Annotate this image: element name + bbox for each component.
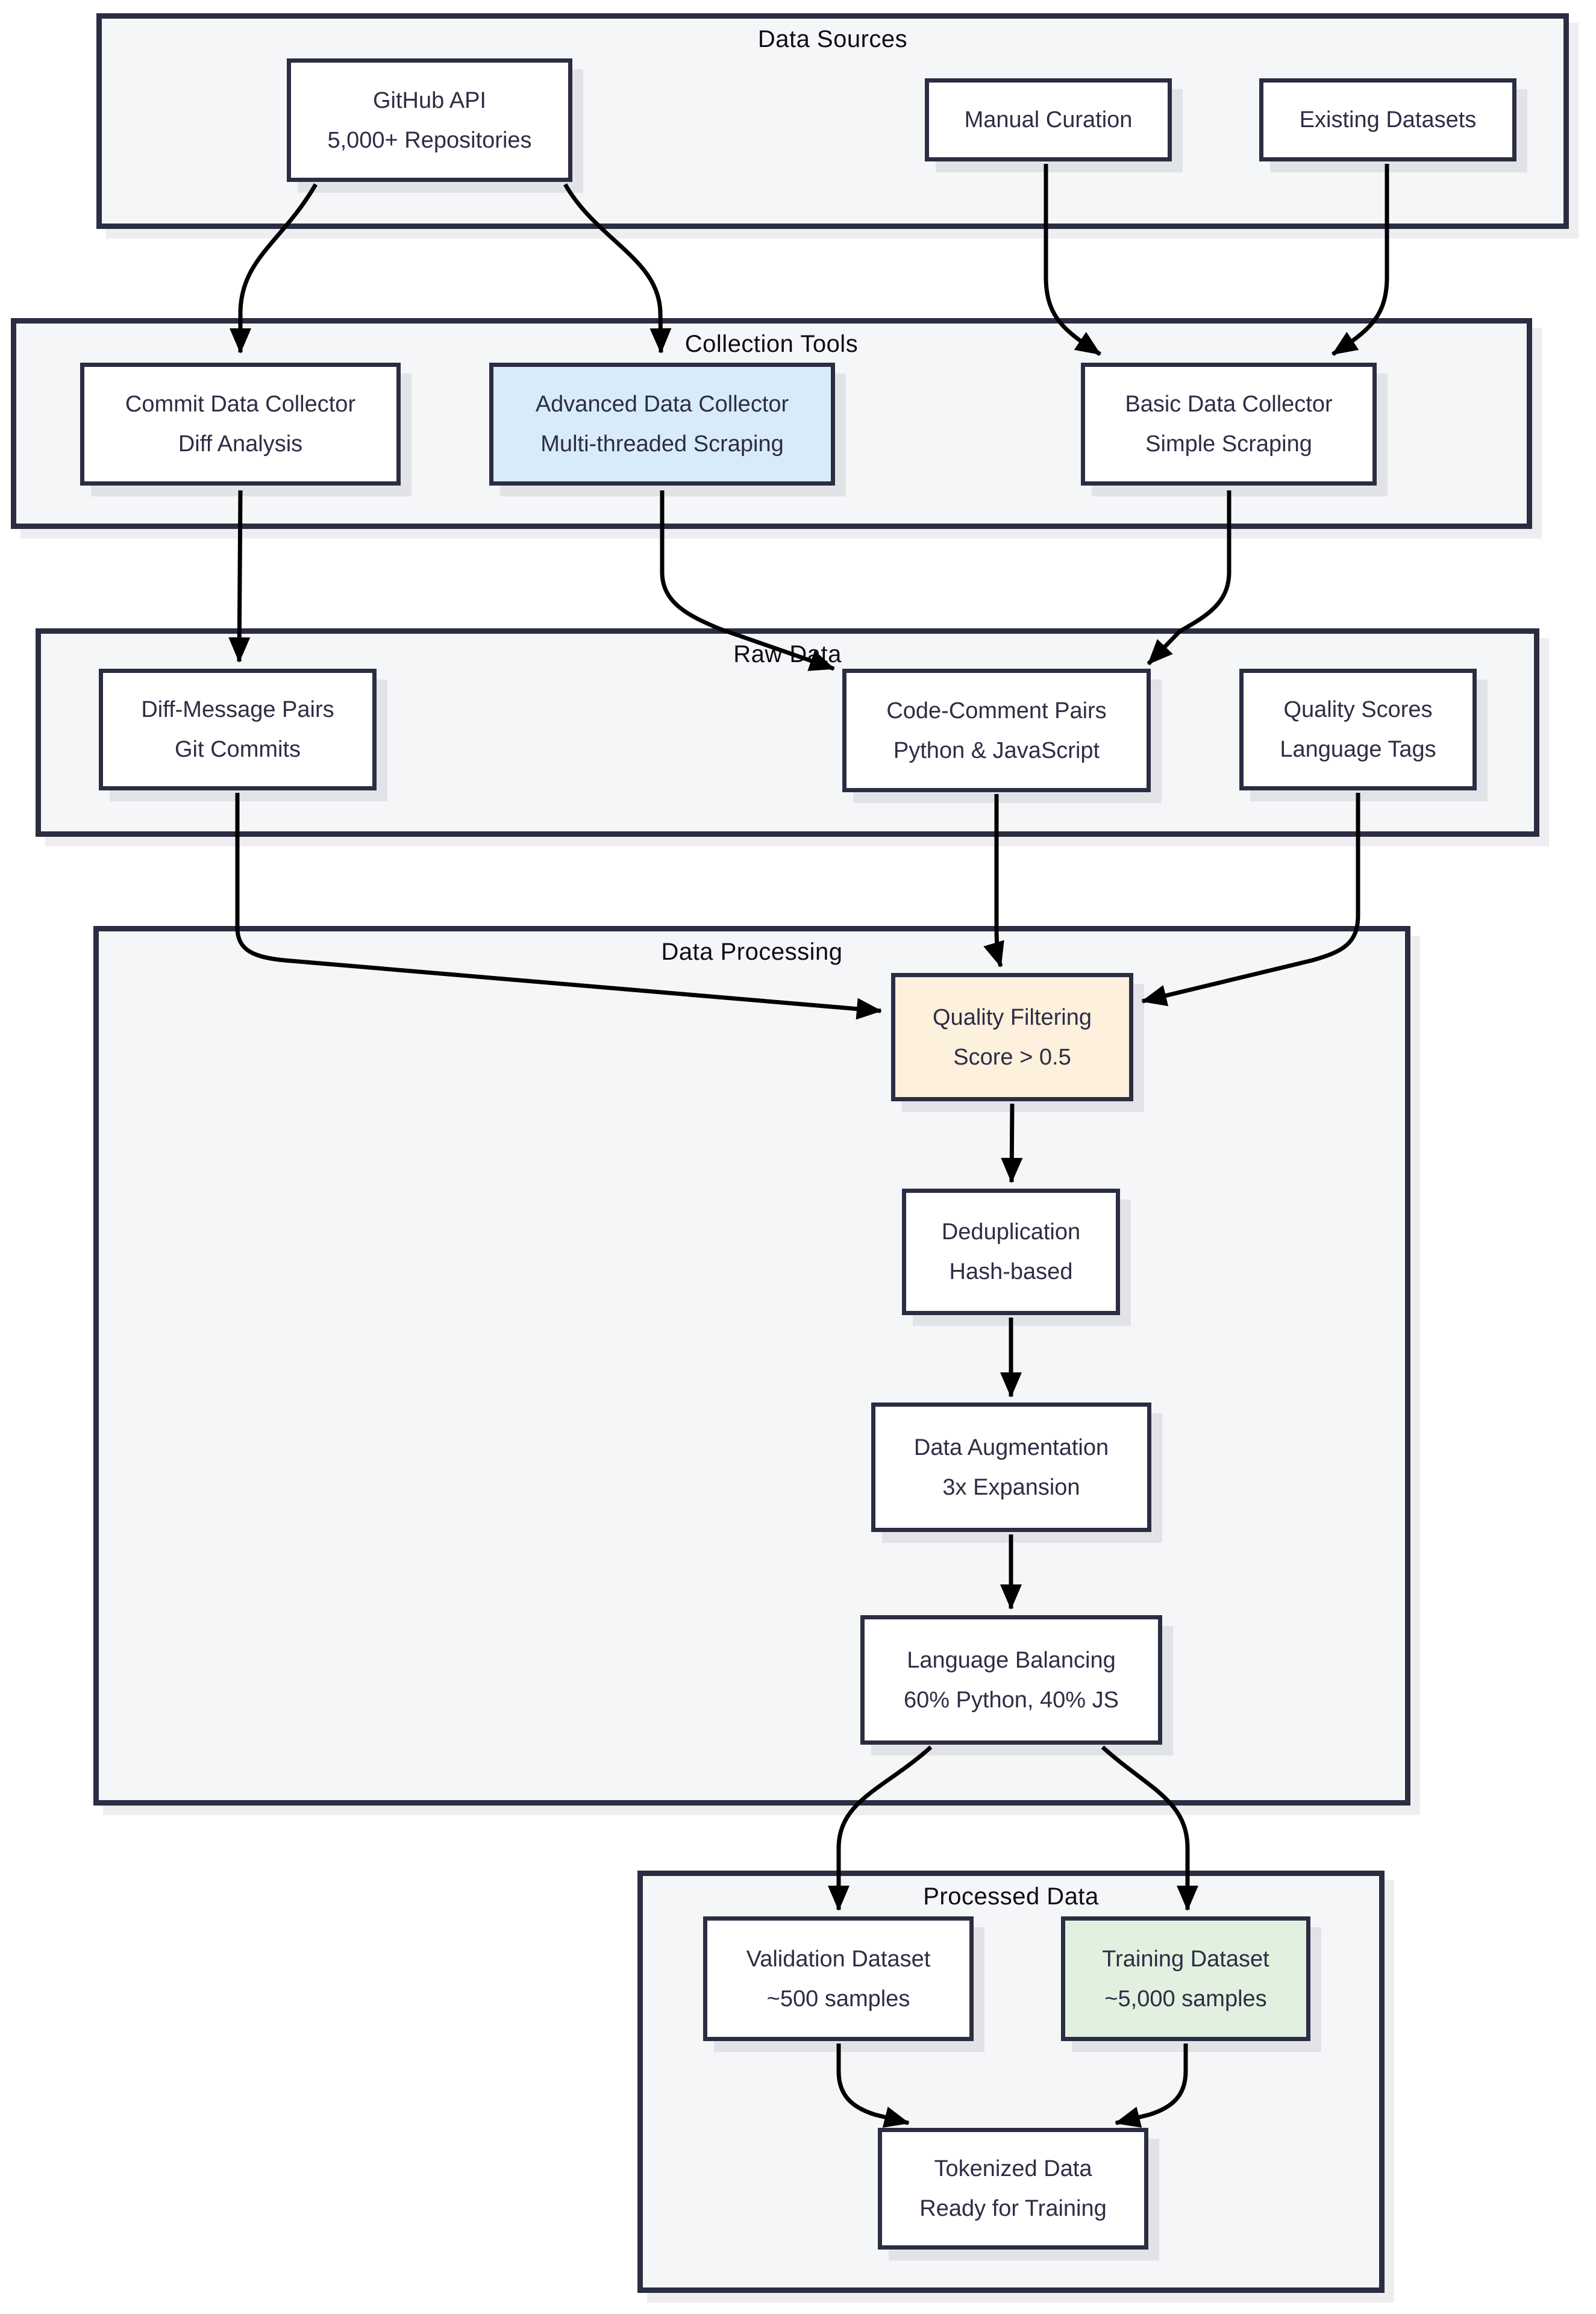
container-title: Data Sources bbox=[757, 26, 908, 52]
node-quality-filtering: Quality Filtering Score > 0.5 bbox=[891, 973, 1133, 1101]
node-data-augmentation: Data Augmentation 3x Expansion bbox=[871, 1402, 1151, 1532]
node-label-line: Basic Data Collector bbox=[1125, 392, 1333, 417]
node-advanced-data-collector: Advanced Data Collector Multi-threaded S… bbox=[489, 363, 835, 486]
node-existing-datasets: Existing Datasets bbox=[1259, 78, 1516, 161]
node-language-balancing: Language Balancing 60% Python, 40% JS bbox=[860, 1615, 1162, 1745]
node-commit-data-collector: Commit Data Collector Diff Analysis bbox=[80, 363, 401, 486]
container-title: Collection Tools bbox=[684, 331, 859, 357]
node-label-line: 5,000+ Repositories bbox=[327, 127, 532, 153]
container-title: Processed Data bbox=[923, 1883, 1099, 1910]
node-label-line: Quality Filtering bbox=[933, 1004, 1092, 1030]
node-validation-dataset: Validation Dataset ~500 samples bbox=[703, 1916, 974, 2041]
node-label-line: Commit Data Collector bbox=[125, 392, 356, 417]
node-label-line: Code-Comment Pairs bbox=[886, 698, 1107, 724]
node-label-line: Language Tags bbox=[1280, 737, 1436, 762]
node-basic-data-collector: Basic Data Collector Simple Scraping bbox=[1081, 363, 1377, 486]
node-label-line: Multi-threaded Scraping bbox=[540, 431, 784, 457]
node-label-line: Language Balancing bbox=[907, 1647, 1116, 1673]
node-label-line: Training Dataset bbox=[1102, 1946, 1269, 1972]
node-label-line: Simple Scraping bbox=[1145, 431, 1312, 457]
node-label-line: ~5,000 samples bbox=[1104, 1986, 1267, 2012]
node-quality-scores: Quality Scores Language Tags bbox=[1239, 669, 1477, 790]
node-tokenized-data: Tokenized Data Ready for Training bbox=[878, 2128, 1148, 2250]
node-manual-curation: Manual Curation bbox=[925, 78, 1172, 161]
node-label-line: Advanced Data Collector bbox=[535, 392, 789, 417]
node-github-api: GitHub API 5,000+ Repositories bbox=[287, 58, 572, 182]
node-label-line: Quality Scores bbox=[1283, 697, 1433, 722]
node-label-line: 3x Expansion bbox=[942, 1474, 1080, 1500]
container-title: Raw Data bbox=[733, 641, 842, 668]
node-code-comment-pairs: Code-Comment Pairs Python & JavaScript bbox=[842, 669, 1151, 792]
node-label-line: Data Augmentation bbox=[913, 1434, 1109, 1460]
node-label-line: Git Commits bbox=[175, 737, 301, 762]
container-data-processing: Data Processing bbox=[93, 926, 1410, 1806]
node-label-line: Tokenized Data bbox=[934, 2156, 1092, 2181]
node-label-line: 60% Python, 40% JS bbox=[904, 1687, 1119, 1713]
node-label-line: ~500 samples bbox=[766, 1986, 910, 2012]
node-label-line: Score > 0.5 bbox=[953, 1044, 1071, 1070]
node-deduplication: Deduplication Hash-based bbox=[902, 1189, 1120, 1315]
node-label-line: Diff-Message Pairs bbox=[141, 697, 334, 722]
node-diff-message-pairs: Diff-Message Pairs Git Commits bbox=[99, 669, 377, 790]
node-label-line: Validation Dataset bbox=[746, 1946, 931, 1972]
node-label-line: Ready for Training bbox=[919, 2196, 1107, 2221]
node-label-line: Deduplication bbox=[941, 1219, 1081, 1245]
node-label-line: GitHub API bbox=[373, 87, 486, 113]
container-title: Data Processing bbox=[661, 939, 843, 965]
node-label-line: Diff Analysis bbox=[178, 431, 303, 457]
node-label-line: Manual Curation bbox=[964, 107, 1133, 133]
node-label-line: Existing Datasets bbox=[1299, 107, 1477, 133]
node-training-dataset: Training Dataset ~5,000 samples bbox=[1061, 1916, 1310, 2041]
node-label-line: Python & JavaScript bbox=[893, 737, 1100, 763]
node-label-line: Hash-based bbox=[949, 1259, 1073, 1284]
